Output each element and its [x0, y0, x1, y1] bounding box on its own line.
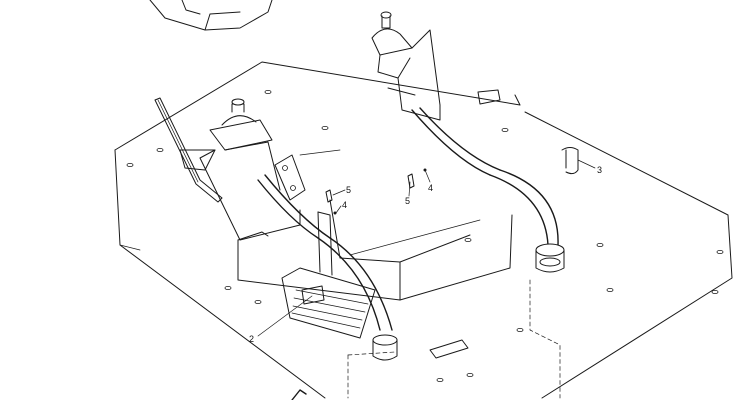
grommet-right: [535, 243, 565, 273]
callout-label-3: 3: [597, 165, 602, 175]
screw-part-5-right: [407, 173, 415, 189]
grommet-left: [372, 334, 398, 361]
clip-part-3: [561, 147, 579, 175]
callout-label-4-right: 4: [428, 183, 433, 193]
mounting-holes: [126, 90, 724, 382]
console-base: [237, 199, 513, 301]
callout-label-5-right: 5: [405, 196, 410, 206]
right-control-lever: [371, 11, 501, 121]
support-post: [317, 211, 333, 276]
left-control-lever: [179, 98, 301, 241]
center-bracket: [274, 149, 341, 201]
floor-plate: [114, 61, 733, 399]
callout-label-5-left: 5: [346, 185, 351, 195]
hose-bundle-right: [411, 107, 559, 246]
cab-fragment: [149, 0, 273, 31]
side-panel-grill: [281, 267, 376, 339]
hose-bundle-left: [257, 174, 393, 331]
floor-slot: [429, 339, 469, 359]
callout-label-4-left: 4: [342, 200, 347, 210]
callout-label-2: 2: [249, 334, 254, 344]
washer-part-4: [333, 168, 427, 215]
screw-part-5-left: [325, 189, 333, 203]
bottom-fragment: [291, 389, 307, 400]
leader-lines: [257, 159, 596, 337]
